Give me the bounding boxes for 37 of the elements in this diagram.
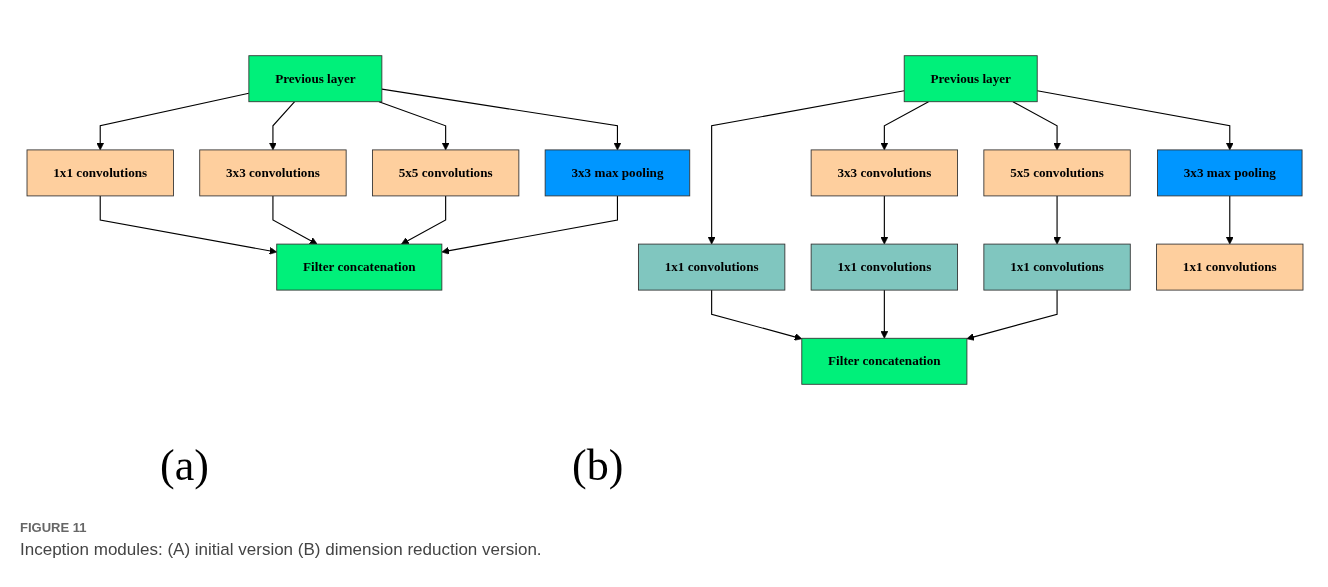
arrow xyxy=(880,101,930,151)
arrow xyxy=(966,289,1058,341)
node-box: 1x1 convolutions xyxy=(983,243,1131,291)
arrow xyxy=(401,195,447,245)
arrow xyxy=(441,195,618,255)
node-box: 3x3 convolutions xyxy=(810,149,958,197)
arrow xyxy=(378,101,450,151)
node-box: Filter concatenation xyxy=(276,243,443,291)
arrow xyxy=(269,101,296,151)
node-box: 3x3 max pooling xyxy=(544,149,691,197)
arrow xyxy=(381,88,622,151)
node-box: Filter concatenation xyxy=(801,337,968,385)
node-box: 5x5 convolutions xyxy=(983,149,1131,197)
arrow xyxy=(880,195,889,245)
arrow xyxy=(1036,90,1234,151)
node-box: 1x1 convolutions xyxy=(1156,243,1304,291)
node-box: 3x3 max pooling xyxy=(1157,149,1303,197)
node-box: 1x1 convolutions xyxy=(638,243,786,291)
node-box: 5x5 convolutions xyxy=(372,149,520,197)
figure-number: FIGURE 11 xyxy=(20,520,87,535)
arrow xyxy=(880,289,889,339)
node-box: 1x1 convolutions xyxy=(810,243,958,291)
panel-label: (a) xyxy=(160,440,209,491)
caption: Inception modules: (A) initial version (B) dimension reduction version. xyxy=(20,540,542,560)
arrow xyxy=(711,289,803,341)
arrow xyxy=(1225,195,1234,245)
node-box: Previous layer xyxy=(248,55,383,103)
node-box: 3x3 convolutions xyxy=(199,149,347,197)
node-box: Previous layer xyxy=(903,55,1038,103)
arrow xyxy=(1012,101,1061,151)
arrow xyxy=(272,195,318,245)
arrow xyxy=(707,90,905,245)
node-box: 1x1 convolutions xyxy=(26,149,174,197)
arrow xyxy=(1053,195,1061,245)
arrow xyxy=(99,195,278,255)
panel-label: (b) xyxy=(572,440,624,491)
arrow xyxy=(96,92,250,151)
